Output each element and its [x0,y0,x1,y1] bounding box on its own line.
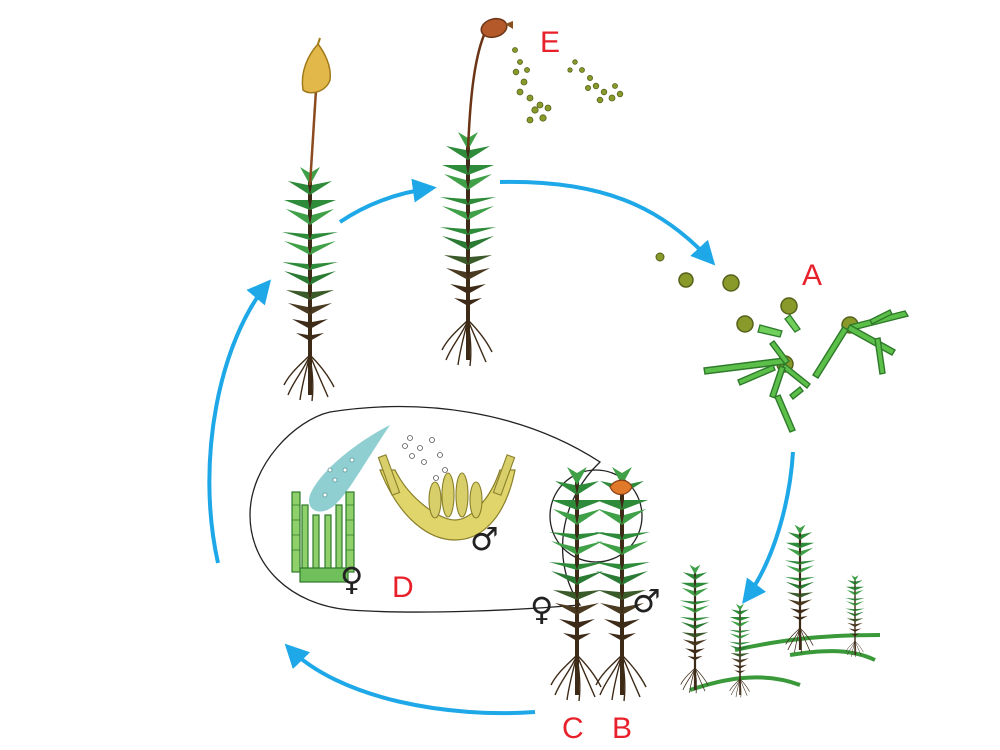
label-e: E [540,26,560,59]
sporophyte-with-calyptra [280,37,340,403]
female-symbol: ♀ [530,590,553,628]
female-symbol-zoom: ♀ [340,560,363,598]
cycle-arrows [207,178,795,716]
arrow-protonema-to-gametophyte [742,451,795,604]
arrow-gametophyte-to-fertilization [284,643,536,716]
label-b: B [612,712,632,745]
released-spores [512,47,624,124]
antheridial-head-icon [609,479,633,496]
calyptra-capsule-icon [301,42,332,94]
spores-and-protonema: A [655,252,910,433]
arrow-fertilization-to-sporophyte [207,279,272,564]
arrow-spore-release-to-spores [499,179,716,266]
zoom-callout: ♀ ♂ D [249,405,643,613]
male-symbol-zoom: ♂ [470,520,499,558]
young-gametophytes [678,523,881,699]
arrow-sporophyte-to-capsule-release [338,178,437,224]
male-symbol: ♂ [632,582,661,620]
label-a: A [802,259,822,292]
archegonium-icon [291,425,390,583]
antheridia-icon [377,435,516,541]
mature-gametophytes: ♀ ♂ C B [530,465,661,745]
label-d: D [392,571,414,604]
sporophyte-releasing-spores: E [438,17,624,368]
label-c: C [562,712,584,745]
